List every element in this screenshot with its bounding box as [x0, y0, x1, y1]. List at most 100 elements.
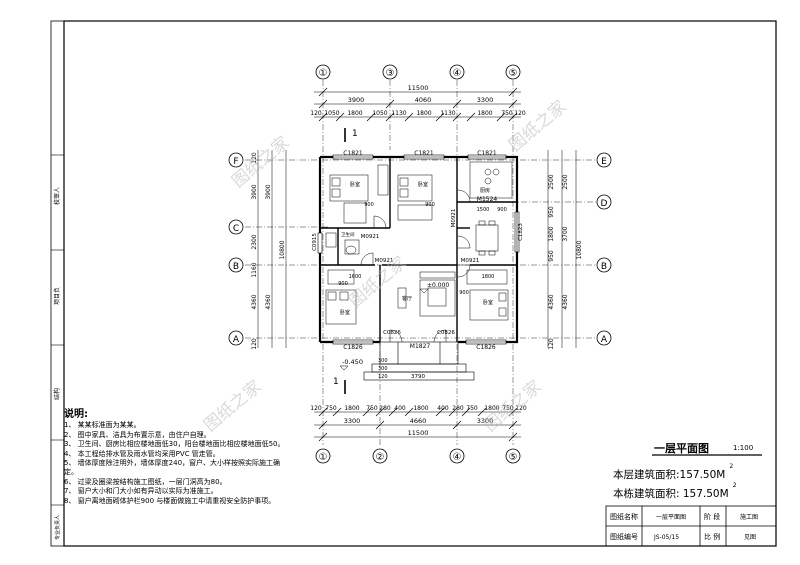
total-area-label: 本栋建筑面积: 157.50M: [613, 488, 729, 500]
svg-text:M1524: M1524: [477, 196, 498, 203]
room-bedroom-se: 卧室: [483, 299, 493, 306]
svg-text:4360: 4360: [562, 294, 569, 309]
note-item: 5、 墙体厚度除注明外，墙体厚度240，窗户、大小样按照实际施工确定。: [64, 459, 281, 477]
svg-text:900: 900: [497, 207, 507, 213]
svg-text:950: 950: [548, 206, 555, 218]
svg-text:1130: 1130: [440, 110, 455, 117]
axis-right-b: B: [601, 262, 607, 272]
svg-text:C0826: C0826: [383, 330, 401, 336]
tb-number-label: 图纸编号: [610, 532, 638, 541]
dim-top-mid-1: 3900: [348, 96, 365, 104]
floor-area: 本层建筑面积:157.50M2: [613, 463, 733, 482]
room-bath: 卫生间: [341, 231, 355, 238]
drawing-scale: 1:100: [733, 444, 754, 452]
design-notes: 说明: 1、 某某标准面为某某。 2、 图中家具、洁具为布置示意，由住户自理。 …: [64, 409, 294, 506]
svg-text:1800: 1800: [344, 405, 359, 412]
room-bedroom-sw: 卧室: [340, 309, 350, 316]
notes-heading: 说明:: [64, 409, 88, 420]
svg-text:3900: 3900: [251, 184, 258, 199]
title-block: [605, 505, 777, 547]
room-bedroom-n: 卧室: [418, 181, 428, 188]
svg-text:3700: 3700: [562, 226, 569, 241]
note-item: 6、 过梁及圈梁按结构施工图纸，一层门洞高为80。: [64, 477, 227, 486]
svg-text:750: 750: [466, 405, 478, 412]
svg-text:10800: 10800: [279, 240, 286, 259]
svg-text:1050: 1050: [372, 110, 387, 117]
tb-scale-label: 比 例: [704, 532, 720, 541]
svg-text:1500: 1500: [477, 207, 490, 213]
svg-text:400: 400: [394, 405, 406, 412]
svg-text:1800: 1800: [482, 274, 495, 280]
axis-left-a: A: [233, 335, 240, 345]
svg-text:2300: 2300: [251, 234, 258, 249]
svg-text:2500: 2500: [548, 174, 555, 189]
tb-stage-label: 阶 段: [704, 512, 720, 521]
dim-right-outer: 2500 950 1800 950 4360 120: [548, 174, 555, 350]
axis-top-1: ①: [319, 68, 328, 79]
svg-text:C1821: C1821: [414, 150, 434, 157]
svg-text:1800: 1800: [484, 405, 499, 412]
tb-stage-value: 施工图: [740, 513, 758, 521]
level-marks: [339, 288, 429, 371]
dim-top-mid-3: 3300: [477, 96, 494, 104]
tb-name-label: 图纸名称: [610, 512, 638, 521]
svg-text:1050: 1050: [324, 110, 339, 117]
room-kitchen: 厨房: [480, 187, 490, 194]
svg-text:3900: 3900: [265, 184, 272, 199]
section-mark-top: 1: [352, 129, 358, 139]
svg-text:4360: 4360: [265, 294, 272, 309]
dim-bottom-mid-1: 3300: [344, 417, 361, 425]
svg-text:4360: 4360: [548, 294, 555, 309]
svg-text:4360: 4360: [251, 294, 258, 309]
dim-bottom-mid-2: 4660: [410, 417, 427, 425]
svg-text:900: 900: [459, 290, 469, 296]
dim-left-inner: 3900 10800 4360: [265, 184, 286, 309]
svg-text:C0826: C0826: [437, 330, 455, 336]
dimension-lines: [257, 91, 577, 438]
axis-top-5: ⑤: [509, 68, 518, 79]
svg-text:1130: 1130: [391, 110, 406, 117]
note-item: 3、 卫生间、厨房比相应楼地面低30，阳台楼地面比相应楼地面低50。: [64, 440, 285, 449]
dim-top-detail: 120 1050 1800 1050 1130 1800 1130 1800 7…: [310, 110, 526, 117]
axis-bottom-1: ①: [319, 452, 328, 463]
svg-text:120: 120: [251, 338, 258, 350]
step-small-1: 120: [378, 374, 388, 380]
dim-right-inner: 2500 3700 10800 4360: [562, 174, 583, 309]
windows: [317, 154, 520, 345]
axis-lines: [245, 80, 596, 445]
svg-text:120: 120: [251, 152, 258, 164]
dim-ticks: [318, 87, 518, 442]
svg-text:120: 120: [310, 405, 322, 412]
axis-left-b: B: [233, 262, 239, 272]
svg-text:750: 750: [501, 110, 513, 117]
interior-walls: [320, 157, 517, 342]
step-small-2: 300: [378, 366, 388, 372]
note-item: 8、 窗户离地面砌体护栏900 与楼面做施工中请重视安全防护事项。: [64, 496, 276, 505]
svg-text:C1826: C1826: [343, 344, 363, 351]
tb-name-value: 一层平面图: [656, 514, 686, 521]
svg-text:120: 120: [548, 338, 555, 350]
svg-text:10800: 10800: [576, 240, 583, 259]
axis-left-c: C: [233, 224, 239, 234]
svg-text:120: 120: [514, 110, 526, 117]
total-area: 本栋建筑面积: 157.50M2: [613, 482, 737, 501]
dim-bottom-total: 11500: [408, 429, 429, 437]
binding-strip: [50, 20, 65, 547]
dim-left-outer: 120 3900 2300 1160 4360 120: [251, 152, 258, 350]
svg-text:750: 750: [325, 405, 337, 412]
side-label-3: 结构: [53, 388, 61, 400]
total-area-unit: 2: [732, 481, 737, 489]
svg-text:1160: 1160: [251, 262, 258, 277]
svg-text:120: 120: [310, 110, 322, 117]
svg-text:1800: 1800: [416, 110, 431, 117]
svg-text:1800: 1800: [477, 110, 492, 117]
level-floor: ±0.000: [427, 282, 449, 289]
svg-text:900: 900: [425, 202, 435, 208]
svg-text:900: 900: [364, 202, 374, 208]
axis-top-4: ④: [453, 68, 462, 79]
drawing-title: 一层平面图: [654, 442, 709, 455]
opening-labels: C1821 C1821 C1821 M1524 M0921 M0921 M092…: [338, 150, 507, 351]
label-c0915: C0915: [312, 233, 318, 251]
svg-text:C1821: C1821: [343, 150, 363, 157]
svg-text:120: 120: [515, 405, 527, 412]
